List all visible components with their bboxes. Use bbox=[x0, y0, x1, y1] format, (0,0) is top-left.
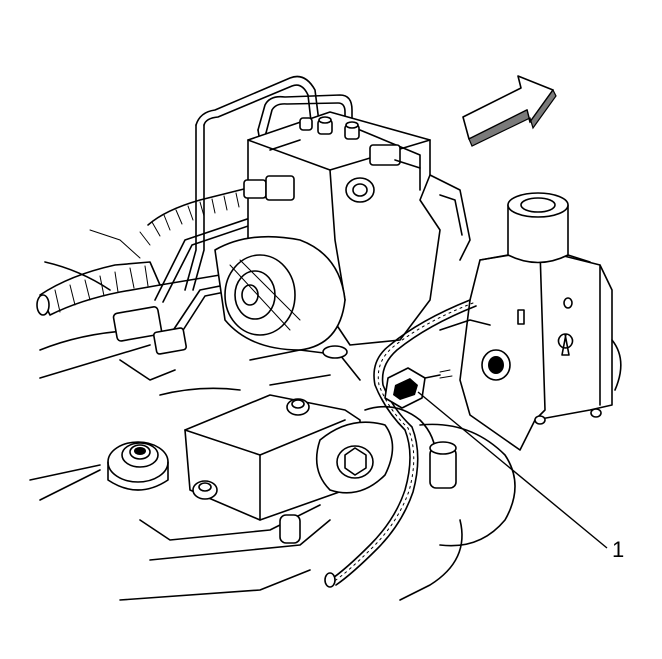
lower-frame bbox=[119, 319, 622, 601]
direction-arrow bbox=[462, 75, 557, 147]
frame-block bbox=[184, 394, 437, 521]
callout-leader bbox=[417, 391, 608, 549]
sensor-harness bbox=[324, 299, 477, 588]
wiring-harness bbox=[36, 175, 295, 381]
forward-arrow-icon bbox=[462, 75, 554, 140]
body-mount bbox=[29, 441, 169, 501]
forward-arrow-shade bbox=[468, 88, 557, 147]
abs-modulator bbox=[214, 111, 471, 351]
sensor-connector bbox=[384, 367, 453, 409]
mounting-bracket bbox=[459, 192, 613, 451]
callout-label-1: 1 bbox=[612, 537, 624, 562]
